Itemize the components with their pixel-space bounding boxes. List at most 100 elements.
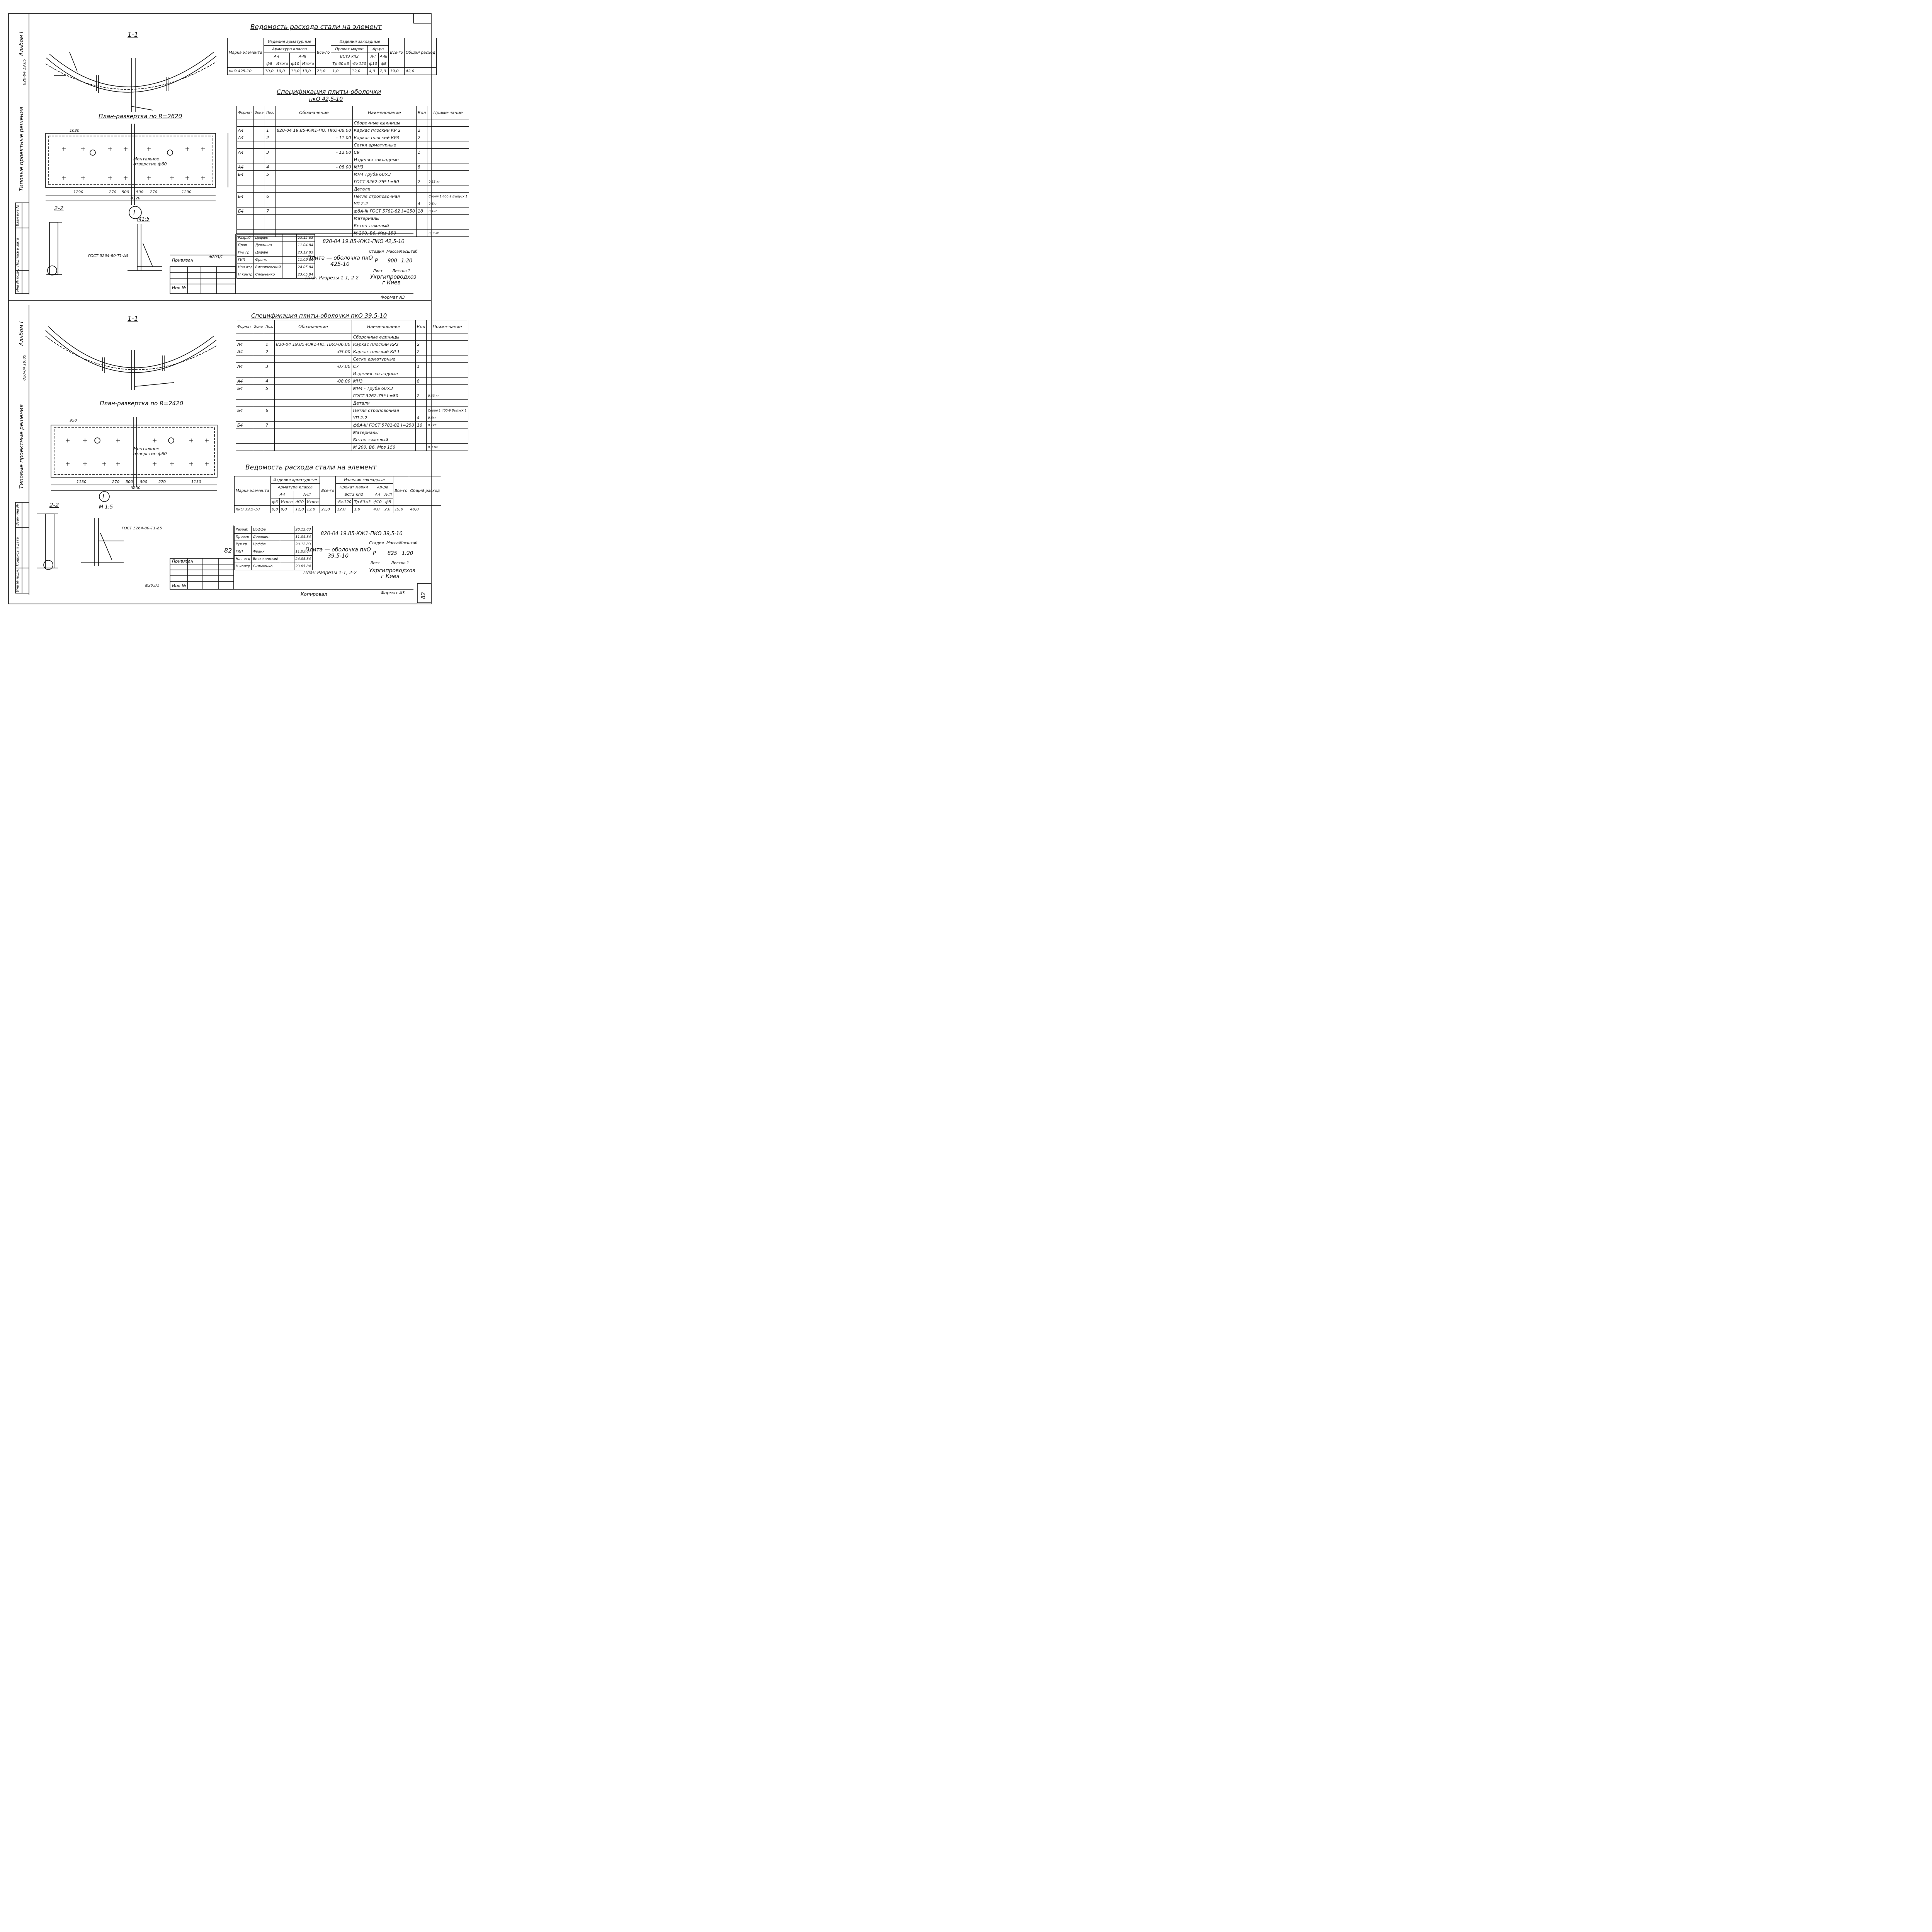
gost-weld-1: ГОСТ 5264-80-Т1-Δ5 bbox=[88, 254, 129, 258]
spec-cell bbox=[252, 392, 265, 400]
spec-cell bbox=[252, 399, 265, 407]
spec-cell bbox=[275, 141, 353, 149]
dim: 1030 bbox=[70, 129, 80, 133]
gost-weld-2: ГОСТ 5264-80-Т1-Δ5 bbox=[122, 526, 162, 531]
people-cell: 23.12.83 bbox=[296, 234, 315, 242]
people-cell: ГИП bbox=[236, 256, 254, 264]
scale-2: 1:20 bbox=[402, 551, 413, 556]
spec-cell bbox=[274, 370, 352, 378]
spec-cell bbox=[253, 207, 265, 215]
spec-cell: 6 bbox=[265, 192, 276, 200]
mass-head-2: Масса bbox=[386, 541, 399, 545]
stamp-replace: Взам инв № bbox=[16, 204, 20, 226]
people-cell: Вискячевский bbox=[253, 264, 282, 271]
spec-cell bbox=[426, 348, 468, 355]
spec-cell bbox=[274, 414, 352, 422]
th-a1b: А-I bbox=[367, 53, 379, 60]
spec-cell: - 08.00 bbox=[275, 163, 353, 171]
dim: 500 bbox=[126, 480, 133, 484]
spec-cell bbox=[253, 119, 265, 127]
spec-cell bbox=[427, 156, 469, 163]
th-all2: Все-го bbox=[393, 476, 409, 506]
spec-cell: ф8А-III ГОСТ 5781-82 ℓ=250 bbox=[352, 207, 417, 215]
spec-cell: Петля строповочная bbox=[352, 192, 417, 200]
spec-cell bbox=[252, 355, 265, 363]
spec-cell: 2 bbox=[264, 348, 275, 355]
spec-cell: 2 bbox=[416, 126, 428, 134]
spec-row: Сетки арматурные bbox=[236, 355, 468, 363]
spec-cell: Детали bbox=[351, 399, 416, 407]
spec-cell: 1 bbox=[265, 126, 276, 134]
spec-row: Детали bbox=[236, 399, 468, 407]
spec-cell: МН4 Труба 60×3 bbox=[352, 170, 417, 178]
signature-cell bbox=[279, 533, 294, 541]
th-a3b: А-III bbox=[378, 53, 389, 60]
spec-cell bbox=[253, 156, 265, 163]
cell: 4,0 bbox=[372, 505, 383, 513]
stage-head-2: Стадия bbox=[369, 541, 384, 545]
spec-cell: М 200, В6, Мрз 150 bbox=[351, 443, 416, 451]
spec-cell: - 11.00 bbox=[275, 134, 353, 141]
people-cell: Разраб bbox=[236, 234, 254, 242]
th-strip: -6×120 bbox=[350, 60, 368, 68]
th-total1: Итого bbox=[279, 498, 294, 506]
steel-table-2: Марка элемента Изделия арматурные Все-го… bbox=[234, 476, 442, 513]
signature-cell bbox=[279, 541, 294, 548]
dim: 1130 bbox=[77, 480, 87, 484]
spec-cell: Петля строповочная bbox=[351, 406, 416, 414]
cell: 1,0 bbox=[352, 505, 372, 513]
th-rebar: Изделия арматурные bbox=[263, 38, 316, 46]
th-apa: Ар-ра bbox=[372, 483, 394, 491]
spec-cell: А4 bbox=[236, 126, 254, 134]
scale-1: 1:20 bbox=[401, 258, 413, 264]
signature-cell bbox=[282, 264, 297, 271]
th-a1: А-I bbox=[270, 491, 294, 498]
spec-cell bbox=[274, 355, 352, 363]
spec-cell: 2 bbox=[416, 134, 428, 141]
spec-cell bbox=[265, 156, 276, 163]
spec-cell: -08.00 bbox=[274, 377, 352, 385]
spec-cell bbox=[427, 163, 469, 171]
spec-cell bbox=[252, 333, 265, 341]
spec-cell bbox=[253, 214, 265, 222]
people-cell: Цоффе bbox=[251, 526, 280, 534]
spec-row: Изделия закладные bbox=[236, 370, 468, 378]
title-views-1: План Разрезы 1-1, 2-2 bbox=[305, 275, 359, 281]
spec-cell: Бетон тяжелый bbox=[352, 222, 417, 230]
side-code-2: 820-04 19.85 bbox=[22, 354, 27, 381]
spec-cell: 0,6кг bbox=[426, 414, 468, 422]
people-cell: Девяшин bbox=[253, 242, 282, 249]
spec-header-cell: Приме-чание bbox=[426, 320, 468, 333]
spec-cell bbox=[236, 429, 253, 436]
spec-cell bbox=[236, 333, 253, 341]
spec-cell bbox=[236, 156, 254, 163]
spec-cell bbox=[236, 355, 253, 363]
series-label: Типовые проектные решения bbox=[19, 107, 25, 191]
people-cell: 11.04.84 bbox=[294, 533, 313, 541]
spec-row: Сетки арматурные bbox=[236, 141, 469, 149]
org-1: Укргипроводхоз г Киев bbox=[370, 274, 417, 286]
spec-cell bbox=[427, 141, 469, 149]
spec-cell: 1 bbox=[416, 148, 428, 156]
spec-cell bbox=[274, 443, 352, 451]
spec-cell: Каркас плоский КР3 bbox=[352, 134, 417, 141]
spec-cell bbox=[236, 200, 254, 207]
spec-cell bbox=[416, 141, 428, 149]
spec-title-2: Спецификация плиты-оболочки пкО 39,5-10 bbox=[251, 312, 387, 319]
people-cell: Девяшин bbox=[251, 533, 280, 541]
scale-m15-2: М 1:5 bbox=[99, 504, 113, 510]
cell: 9,0 bbox=[279, 505, 294, 513]
drawing-sheet: Альбом I Типовые проектные решения 820-0… bbox=[0, 0, 469, 608]
people-cell: Франк bbox=[251, 548, 280, 556]
section-1-1-2: 1-1 bbox=[128, 315, 138, 323]
spec-header-cell: Обозначение bbox=[275, 106, 353, 119]
org-2: Укргипроводхоз г Киев bbox=[369, 568, 415, 580]
scale-m15: М1:5 bbox=[137, 216, 150, 222]
signature-cell bbox=[279, 563, 294, 570]
spec-cell: Б4 bbox=[236, 192, 254, 200]
